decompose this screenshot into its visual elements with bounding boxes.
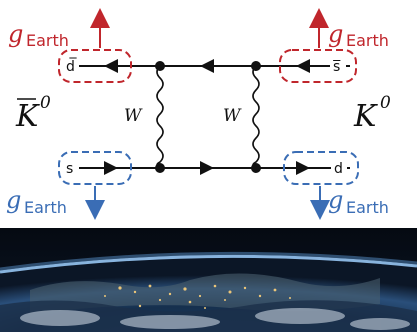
anti-kaon-label: K 0: [15, 93, 51, 134]
w-boson-right-line: [252, 65, 260, 169]
svg-text:g: g: [328, 186, 343, 214]
w-boson-left-line: [156, 65, 164, 169]
quark-box-top-right: [279, 49, 357, 83]
svg-text:Earth: Earth: [26, 31, 69, 50]
w-label-right: W: [223, 106, 242, 126]
earth-from-space-photo: [0, 228, 417, 332]
svg-text:K: K: [353, 99, 378, 134]
svg-text:g: g: [8, 20, 23, 48]
vertex-bottom-left: [155, 163, 165, 173]
arrow-bottom-middle-icon: [200, 161, 214, 175]
arrow-top-middle-icon: [200, 59, 214, 73]
svg-text:K: K: [15, 99, 40, 134]
arrow-bottom-right-icon: [296, 161, 310, 175]
svg-text:g: g: [328, 20, 343, 48]
svg-text:0: 0: [40, 93, 51, 113]
vertex-top-left: [155, 61, 165, 71]
g-earth-label-bottom-right: g Earth: [328, 186, 389, 217]
quark-label-top-right: s̅: [332, 59, 341, 75]
w-label-left: W: [124, 106, 143, 126]
arrow-top-right-icon: [296, 59, 310, 73]
svg-text:Earth: Earth: [346, 31, 389, 50]
vertex-top-right: [251, 61, 261, 71]
quark-label-top-left: d̅: [66, 57, 77, 75]
svg-text:0: 0: [380, 93, 391, 113]
quark-box-bottom-left: [58, 151, 132, 185]
vertex-bottom-right: [251, 163, 261, 173]
g-earth-label-top-right: g Earth: [328, 20, 389, 50]
arrow-bottom-left-icon: [104, 161, 118, 175]
arrow-top-left-icon: [104, 59, 118, 73]
quark-label-bottom-right: d: [334, 161, 343, 177]
svg-text:Earth: Earth: [24, 198, 67, 217]
kaon-label: K 0: [353, 93, 391, 134]
svg-text:g: g: [6, 186, 21, 214]
g-earth-label-bottom-left: g Earth: [6, 186, 67, 217]
quark-label-bottom-left: s: [66, 161, 73, 177]
svg-text:Earth: Earth: [346, 198, 389, 217]
quark-box-top-left: [58, 49, 132, 83]
g-earth-label-top-left: g Earth: [8, 20, 69, 50]
quark-box-bottom-right: [283, 151, 359, 185]
